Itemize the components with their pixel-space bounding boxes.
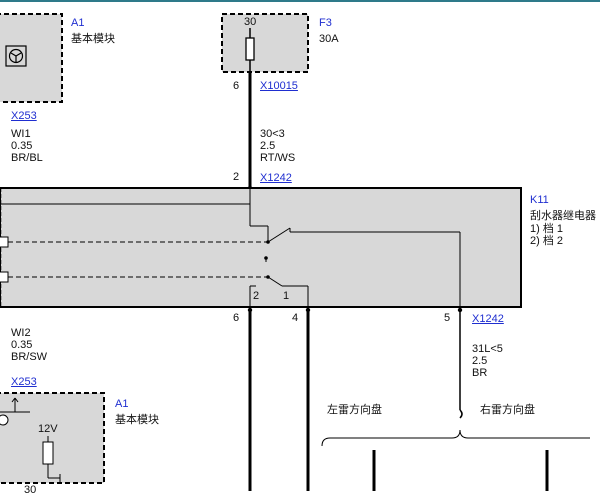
motor-right-label: 右雷方向盘 <box>480 404 535 416</box>
a1-top-name: 基本模块 <box>71 33 115 45</box>
k11-ref: K11 <box>530 194 549 206</box>
x10015-connector[interactable]: X10015 <box>260 80 298 92</box>
fuse-icon <box>245 28 255 72</box>
f3-fuse-box <box>221 13 309 73</box>
header-rule <box>0 0 600 2</box>
a1-bottom-name: 基本模块 <box>115 414 159 426</box>
motor-left-label: 左雷方向盘 <box>327 404 382 416</box>
k11-pin-5: 5 <box>444 312 451 324</box>
x1242-bottom-connector[interactable]: X1242 <box>472 313 504 325</box>
x10015-pin: 6 <box>233 80 240 92</box>
x1242-top-connector[interactable]: X1242 <box>260 172 292 184</box>
a1-top-ref: A1 <box>71 17 85 29</box>
x253-bottom-connector[interactable]: X253 <box>11 376 37 388</box>
a1-bottom-voltage: 12V <box>38 423 58 435</box>
a1-bottom-pin: 30 <box>24 484 37 496</box>
a1-bottom-ref: A1 <box>115 398 129 410</box>
f3-pin-label: 30 <box>244 16 257 28</box>
x253-top-connector[interactable]: X253 <box>11 110 37 122</box>
k11-internal-circuit <box>0 188 461 310</box>
steering-wheel-icon <box>5 45 27 67</box>
switch-pin-2: 2 <box>253 290 260 302</box>
wire-31-label: 31L<5 2.5 BR <box>472 343 503 379</box>
k11-name: 刮水器继电器 <box>530 210 596 222</box>
k11-pin-6: 6 <box>233 312 240 324</box>
k11-legend-2: 2) 档 2 <box>530 235 564 247</box>
switch-pin-1: 1 <box>283 290 290 302</box>
f3-rating: 30A <box>319 33 339 45</box>
f3-ref: F3 <box>319 17 332 29</box>
x1242-top-pin: 2 <box>233 171 240 183</box>
wire-wi2-label: WI2 0.35 BR/SW <box>11 327 48 363</box>
a1-bottom-internal <box>0 397 61 482</box>
k11-legend-1: 1) 档 1 <box>530 223 564 235</box>
k11-relay-box <box>0 187 522 308</box>
wire-30-label: 30<3 2.5 RT/WS <box>260 128 296 164</box>
motor-brackets <box>321 429 590 491</box>
a1-bottom-box <box>0 392 105 484</box>
k11-pin-4: 4 <box>292 312 299 324</box>
wire-wi1-label: WI1 0.35 BR/BL <box>11 128 43 164</box>
